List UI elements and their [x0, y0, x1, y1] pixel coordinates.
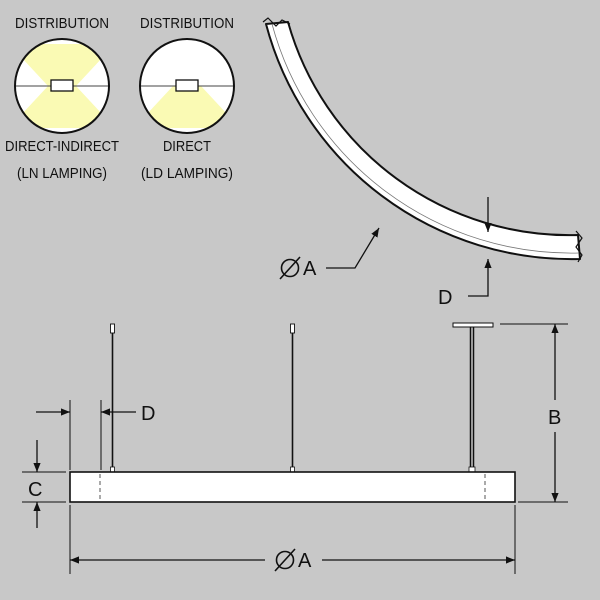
depth-arrow-bottom	[468, 259, 492, 297]
diameter-leader	[326, 227, 380, 269]
arc-inner-line	[271, 23, 580, 254]
depth-label-elevation: D	[141, 403, 155, 425]
height-label: B	[548, 407, 561, 429]
distribution-heading-1: DISTRIBUTION	[15, 15, 109, 32]
diameter-label-elevation: A	[274, 548, 312, 572]
uplight-beam	[15, 44, 109, 86]
lamp-housing	[175, 79, 199, 92]
fixture-body	[69, 471, 516, 503]
depth-label-plan: D	[438, 287, 452, 309]
diameter-label-plan: A	[279, 256, 317, 280]
downlight-beam	[15, 86, 109, 128]
distribution-lamping-1: (LN LAMPING)	[17, 165, 107, 182]
downlight-beam	[140, 86, 234, 128]
distribution-heading-2: DISTRIBUTION	[140, 15, 234, 32]
elevation-view: D C B A	[22, 322, 568, 574]
distribution-lamping-2: (LD LAMPING)	[141, 165, 233, 182]
diameter-letter-plan: A	[303, 258, 317, 280]
distribution-caption-1: DIRECT-INDIRECT	[5, 138, 119, 155]
arc-ring-segment	[265, 21, 581, 261]
distribution-caption-2: DIRECT	[163, 138, 211, 155]
lamp-housing	[50, 79, 74, 92]
distribution-direct-indirect-icon	[14, 38, 110, 134]
cable-gripper-center	[290, 323, 295, 334]
distribution-direct-icon	[139, 38, 235, 134]
distribution-direct-indirect: DISTRIBUTION DIRECT-INDIRECT (LN LAMPING…	[5, 15, 119, 182]
diameter-letter-elevation: A	[298, 550, 312, 572]
thickness-label: C	[28, 479, 42, 501]
distribution-direct: DISTRIBUTION DIRECT (LD LAMPING)	[139, 15, 235, 182]
cable-gripper-left	[110, 323, 115, 334]
canopy	[452, 322, 494, 328]
plan-view-arc: A D	[262, 17, 583, 309]
